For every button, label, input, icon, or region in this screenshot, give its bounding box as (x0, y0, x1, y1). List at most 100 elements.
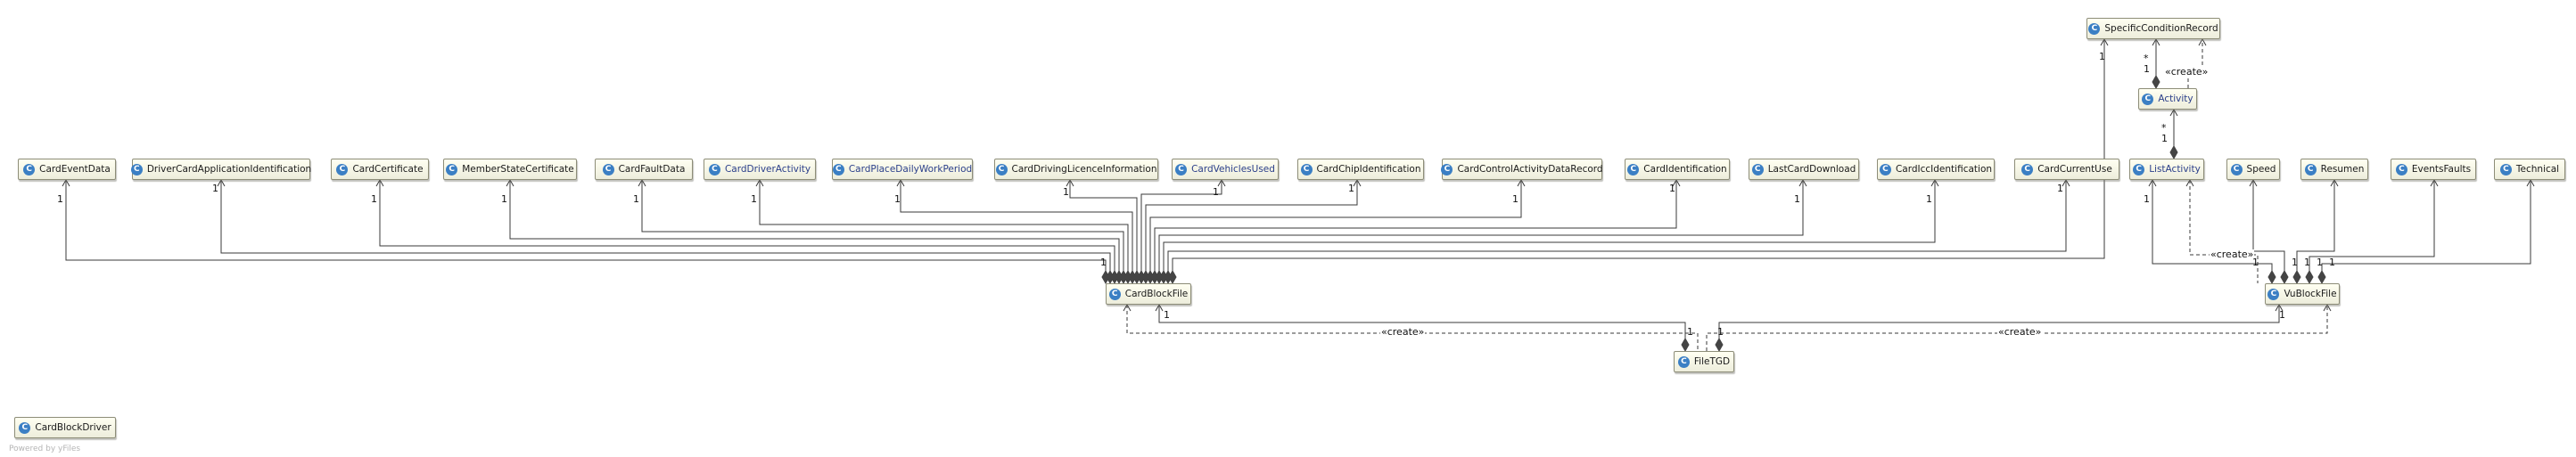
multiplicity-label: 1 (1348, 183, 1354, 194)
composition-edge (1167, 180, 2067, 271)
multiplicity-label: 1 (1512, 193, 1518, 205)
dependency-arrow (1123, 303, 1132, 312)
class-icon: C (1627, 163, 1640, 175)
navigability-arrow (1798, 178, 1807, 187)
composition-diamond (1681, 337, 1690, 353)
composition-edge (2309, 180, 2435, 271)
dependency-edge (2187, 39, 2203, 88)
navigability-arrow (896, 178, 905, 187)
composition-edge (220, 180, 1111, 271)
composition-edge (1158, 305, 1686, 339)
class-icon: C (2267, 288, 2280, 300)
composition-edge (1140, 180, 1222, 271)
multiplicity-label: 1 (371, 193, 377, 205)
class-name: MemberStateCertificate (462, 164, 574, 175)
composition-edge (1718, 305, 2280, 339)
dependency-arrow (2198, 37, 2207, 46)
multiplicity-label: 1 (57, 193, 63, 205)
composition-edge (900, 180, 1133, 271)
multiplicity-label: 1 (2099, 51, 2105, 62)
composition-diamond (2267, 269, 2276, 285)
class-name: CardDriverActivity (724, 164, 811, 175)
multiplicity-label: 1 (212, 183, 218, 194)
class-icon: C (446, 163, 458, 175)
navigability-arrow (2330, 178, 2339, 187)
dependency-arrow (2323, 303, 2332, 312)
class-vu-block-file[interactable]: C VuBlockFile (2265, 283, 2340, 305)
composition-edge (2296, 180, 2335, 271)
class-icon: C (1879, 163, 1891, 175)
navigability-arrow (2249, 178, 2258, 187)
composition-diamond (2280, 269, 2289, 285)
stereotype-create-card-block-file: «create» (1380, 326, 1426, 338)
multiplicity-label: 1 (1669, 183, 1675, 194)
class-name: Technical (2515, 164, 2560, 175)
class-name: CardCurrentUse (2037, 164, 2112, 175)
class-icon: C (2133, 163, 2145, 175)
class-icon: C (19, 421, 31, 434)
navigability-arrow (1155, 303, 1164, 312)
class-icon: C (832, 163, 844, 175)
composition-edge (641, 180, 1124, 271)
class-name: Speed (2246, 164, 2276, 175)
class-name: LastCardDownload (1767, 164, 1856, 175)
class-icon: C (2499, 163, 2512, 175)
dependency-edge (2189, 180, 2259, 283)
composition-edge (2321, 180, 2531, 271)
class-icon: C (2230, 163, 2243, 175)
composition-edge (1069, 180, 1138, 271)
class-member-state-certificate[interactable]: C MemberStateCertificate (443, 159, 577, 180)
composition-edge (2252, 180, 2285, 271)
class-icon: C (1677, 355, 1690, 368)
navigability-arrow (1930, 178, 1939, 187)
composition-diamond (2169, 144, 2178, 160)
composition-edge (1154, 180, 1677, 271)
composition-diamond (1715, 337, 1724, 353)
class-icon: C (1441, 163, 1453, 175)
multiplicity-label: 1 (633, 193, 639, 205)
multiplicity-label: 1 (2304, 257, 2310, 268)
class-icon: C (1300, 163, 1313, 175)
class-icon: C (1108, 288, 1121, 300)
navigability-arrow (62, 178, 70, 187)
stereotype-create-activity: «create» (2164, 66, 2210, 78)
composition-edge (509, 180, 1120, 271)
class-icon: C (602, 163, 614, 175)
class-name: Resumen (2320, 164, 2365, 175)
multiplicity-label: * (2161, 122, 2167, 134)
navigability-arrow (638, 178, 646, 187)
multiplicity-label: 1 (1717, 326, 1724, 338)
multiplicity-label: 1 (1100, 257, 1107, 268)
class-icon: C (2088, 22, 2101, 35)
composition-edge (1145, 180, 1358, 271)
multiplicity-label: 1 (2329, 257, 2335, 268)
class-name: VuBlockFile (2284, 289, 2337, 299)
class-name: CardDrivingLicenceInformation (1011, 164, 1157, 175)
navigability-arrow (2169, 108, 2178, 117)
